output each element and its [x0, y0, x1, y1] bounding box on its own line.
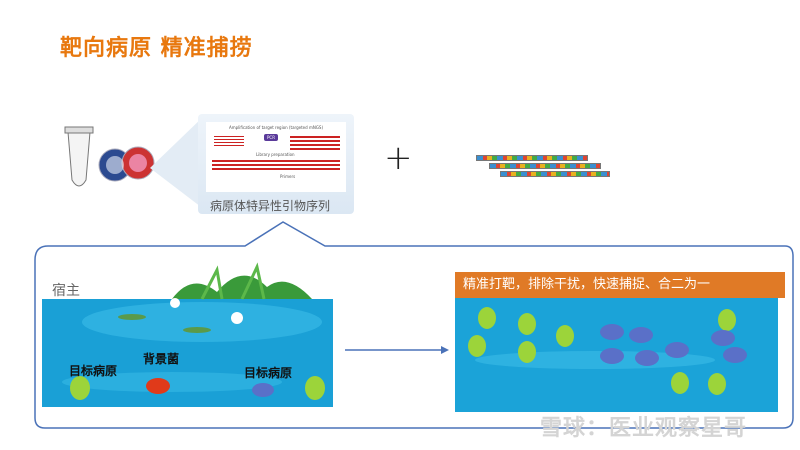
sample-tube-icon	[64, 126, 155, 187]
target-pathogen-label: 目标病原	[244, 366, 293, 380]
pond-plants	[62, 262, 322, 392]
target-pathogen-label: 目标病原	[69, 364, 118, 378]
fragments	[214, 134, 244, 148]
fragments	[212, 158, 340, 172]
primer-diagram: Amplification of target region (targeted…	[206, 122, 346, 192]
host-label: 宿主	[52, 283, 80, 299]
crab-icon	[146, 378, 170, 394]
green-fish-icon	[70, 376, 90, 400]
pond-creatures	[70, 376, 325, 400]
background-bacteria-label: 背景菌	[143, 352, 180, 366]
dna-sequence-bar	[476, 155, 588, 161]
callout-wedge	[150, 115, 205, 210]
dna-sequence-bar	[500, 171, 610, 177]
fragments	[290, 134, 340, 152]
dna-sequence-bar	[489, 163, 601, 169]
watermark: 雪球：医业观察星哥	[540, 416, 748, 441]
blue-fish-icon	[252, 383, 274, 397]
captured-fish	[468, 307, 747, 395]
green-fish-icon	[305, 376, 325, 400]
library-text: Library preparation	[256, 152, 295, 157]
diagram-caption: Amplification of target region (targeted…	[228, 125, 324, 130]
primers-text: Primers	[280, 174, 296, 179]
result-header: 精准打靶，排除干扰，快速捕捉、合二为一	[455, 272, 785, 298]
pcr-box: PCR	[264, 134, 278, 141]
plus-sign: +	[384, 138, 413, 178]
page-title: 靶向病原 精准捕捞	[60, 36, 253, 61]
primer-card-label: 病原体特异性引物序列	[210, 199, 331, 213]
